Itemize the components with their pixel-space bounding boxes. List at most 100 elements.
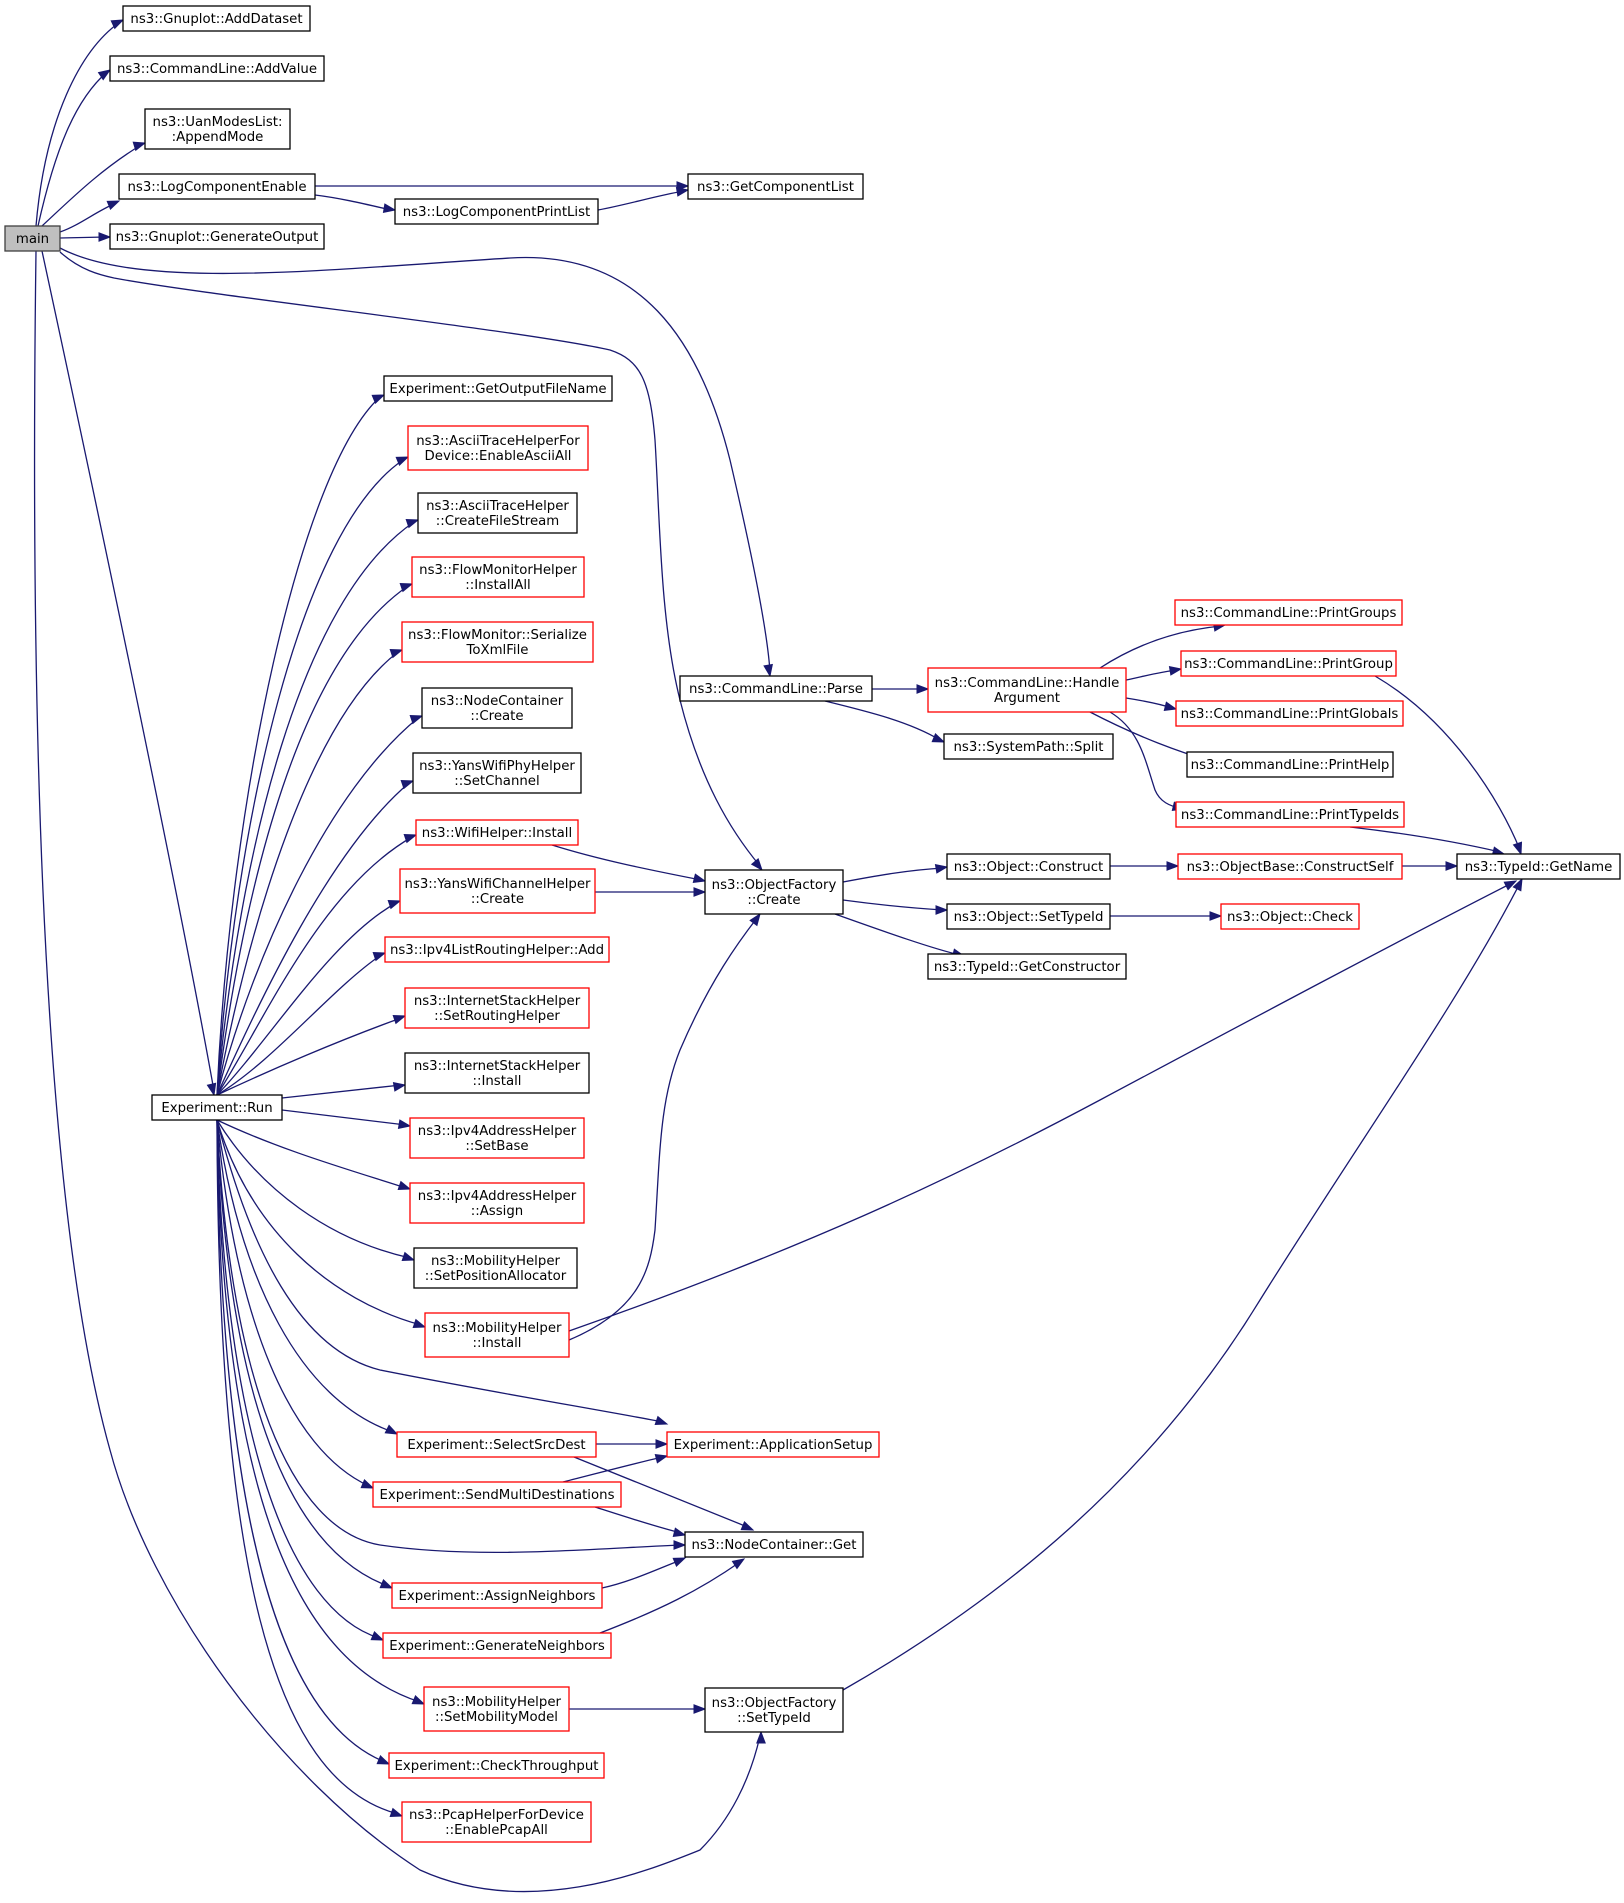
arrowhead	[749, 912, 761, 927]
node-printGroup[interactable]: ns3::CommandLine::PrintGroup	[1180, 650, 1397, 677]
node-assign[interactable]: ns3::Ipv4AddressHelper::Assign	[409, 1182, 585, 1224]
node-nodeContainerCreate[interactable]: ns3::NodeContainer::Create	[421, 687, 573, 729]
arrowhead	[409, 714, 424, 725]
node-expRun[interactable]: Experiment::Run	[151, 1094, 283, 1121]
node-internetInstall[interactable]: ns3::InternetStackHelper::Install	[404, 1052, 590, 1094]
node-objectFactorySetTypeId[interactable]: ns3::ObjectFactory::SetTypeId	[704, 1687, 844, 1733]
node-label: ns3::CommandLine::PrintGroups	[1181, 606, 1397, 621]
node-setChannel[interactable]: ns3::YansWifiPhyHelper::SetChannel	[412, 752, 582, 794]
node-assignNeighbors[interactable]: Experiment::AssignNeighbors	[391, 1582, 603, 1609]
node-objectCheck[interactable]: ns3::Object::Check	[1220, 903, 1360, 930]
edge-expRun-to-enableAsciiAll	[216, 456, 410, 1096]
node-label: ToXmlFile	[465, 643, 528, 658]
node-label: ns3::FlowMonitor::Serialize	[408, 628, 587, 643]
node-box	[404, 1052, 590, 1094]
node-appendMode[interactable]: ns3::UanModesList::AppendMode	[144, 108, 291, 150]
node-box	[1186, 751, 1394, 778]
node-printGroups[interactable]: ns3::CommandLine::PrintGroups	[1174, 599, 1403, 626]
edge-line	[568, 882, 1513, 1332]
node-installAll[interactable]: ns3::FlowMonitorHelper::InstallAll	[411, 556, 585, 598]
edge-expRun-to-createFileStream	[216, 518, 420, 1096]
arrowhead	[403, 833, 418, 844]
node-label: Experiment::ApplicationSetup	[674, 1438, 873, 1453]
node-printTypeIds[interactable]: ns3::CommandLine::PrintTypeIds	[1175, 801, 1405, 828]
arrowhead	[675, 187, 690, 197]
node-yansChannelCreate[interactable]: ns3::YansWifiChannelHelper::Create	[399, 868, 596, 914]
node-label: ::Assign	[471, 1204, 523, 1219]
edge-line	[216, 782, 410, 1096]
node-objectFactoryCreate[interactable]: ns3::ObjectFactory::Create	[704, 869, 844, 915]
edge-line	[216, 1017, 402, 1096]
node-objectConstruct[interactable]: ns3::Object::Construct	[946, 853, 1111, 880]
node-label: ns3::CommandLine::Parse	[689, 682, 863, 697]
node-createFileStream[interactable]: ns3::AsciiTraceHelper::CreateFileStream	[417, 492, 578, 534]
edge-wifiInstall-to-objectFactoryCreate	[551, 844, 707, 883]
node-applicationSetup[interactable]: Experiment::ApplicationSetup	[666, 1431, 880, 1458]
node-nodeContainerGet[interactable]: ns3::NodeContainer::Get	[684, 1531, 864, 1558]
node-enableAsciiAll[interactable]: ns3::AsciiTraceHelperForDevice::EnableAs…	[407, 425, 589, 471]
arrowhead	[389, 1807, 404, 1818]
node-box	[1177, 853, 1403, 880]
node-box	[666, 1431, 880, 1458]
node-addValue[interactable]: ns3::CommandLine::AddValue	[109, 55, 325, 82]
node-generateOutput[interactable]: ns3::Gnuplot::GenerateOutput	[109, 223, 325, 250]
node-label: ns3::GetComponentList	[697, 180, 854, 195]
arrowhead	[206, 1082, 217, 1097]
node-ipv4ListAdd[interactable]: ns3::Ipv4ListRoutingHelper::Add	[384, 936, 610, 963]
node-typeIdGetName[interactable]: ns3::TypeId::GetName	[1456, 853, 1621, 880]
arrowhead	[371, 394, 386, 404]
arrowhead	[931, 733, 946, 743]
node-setBase[interactable]: ns3::Ipv4AddressHelper::SetBase	[409, 1117, 585, 1159]
node-constructSelf[interactable]: ns3::ObjectBase::ConstructSelf	[1177, 853, 1403, 880]
arrowhead	[106, 200, 121, 210]
arrowhead	[1166, 861, 1180, 871]
node-label: :AppendMode	[172, 130, 264, 145]
node-getOutputFileName[interactable]: Experiment::GetOutputFileName	[383, 375, 613, 402]
node-logComponentEnable[interactable]: ns3::LogComponentEnable	[118, 173, 316, 200]
edge-objectFactorySetTypeId-to-typeIdGetName	[842, 877, 1523, 1691]
node-addDataset[interactable]: ns3::Gnuplot::AddDataset	[122, 5, 311, 32]
node-box	[1175, 700, 1404, 727]
node-checkThroughput[interactable]: Experiment::CheckThroughput	[388, 1752, 605, 1779]
node-generateNeighbors[interactable]: Experiment::GenerateNeighbors	[382, 1632, 612, 1659]
node-enablePcapAll[interactable]: ns3::PcapHelperForDevice::EnablePcapAll	[401, 1801, 592, 1843]
node-label: ::EnablePcapAll	[445, 1823, 548, 1838]
node-label: ::InstallAll	[465, 578, 530, 593]
node-setRoutingHelper[interactable]: ns3::InternetStackHelper::SetRoutingHelp…	[404, 987, 590, 1029]
node-printHelp[interactable]: ns3::CommandLine::PrintHelp	[1186, 751, 1394, 778]
node-mobilityInstall[interactable]: ns3::MobilityHelper::Install	[424, 1312, 570, 1358]
node-label: ns3::YansWifiPhyHelper	[419, 759, 575, 774]
node-main[interactable]: main	[4, 225, 61, 252]
edge-line	[216, 396, 381, 1096]
node-label: main	[16, 232, 49, 247]
edge-expRun-to-nodeContainerCreate	[216, 714, 424, 1096]
edge-expRun-to-selectSrcDest	[216, 1119, 399, 1435]
edge-line	[216, 585, 409, 1096]
node-label: ns3::CommandLine::PrintGlobals	[1181, 707, 1399, 722]
node-sendMulti[interactable]: Experiment::SendMultiDestinations	[372, 1481, 622, 1508]
arrowhead	[392, 1082, 407, 1092]
node-setMobilityModel[interactable]: ns3::MobilityHelper::SetMobilityModel	[423, 1686, 570, 1732]
node-label: ns3::YansWifiChannelHelper	[404, 877, 591, 892]
node-cmdParse[interactable]: ns3::CommandLine::Parse	[679, 675, 873, 702]
edge-expRun-to-serializeToXml	[216, 648, 404, 1096]
edge-line	[842, 899, 944, 911]
edge-line	[1109, 711, 1181, 809]
node-getConstructor[interactable]: ns3::TypeId::GetConstructor	[927, 953, 1127, 980]
edge-line	[216, 1119, 421, 1703]
node-setPositionAllocator[interactable]: ns3::MobilityHelper::SetPositionAllocato…	[413, 1247, 578, 1289]
node-box	[399, 868, 596, 914]
node-objectSetTypeId[interactable]: ns3::Object::SetTypeId	[946, 903, 1111, 930]
edge-line	[1349, 826, 1501, 853]
node-wifiInstall[interactable]: ns3::WifiHelper::Install	[415, 819, 579, 846]
node-systemSplit[interactable]: ns3::SystemPath::Split	[943, 733, 1114, 760]
node-selectSrcDest[interactable]: Experiment::SelectSrcDest	[396, 1431, 597, 1458]
node-box	[118, 173, 316, 200]
node-printGlobals[interactable]: ns3::CommandLine::PrintGlobals	[1175, 700, 1404, 727]
arrowhead	[934, 864, 949, 874]
node-label: ns3::ObjectBase::ConstructSelf	[1187, 860, 1394, 875]
node-logComponentPrintList[interactable]: ns3::LogComponentPrintList	[394, 198, 599, 225]
node-getComponentList[interactable]: ns3::GetComponentList	[687, 173, 864, 200]
